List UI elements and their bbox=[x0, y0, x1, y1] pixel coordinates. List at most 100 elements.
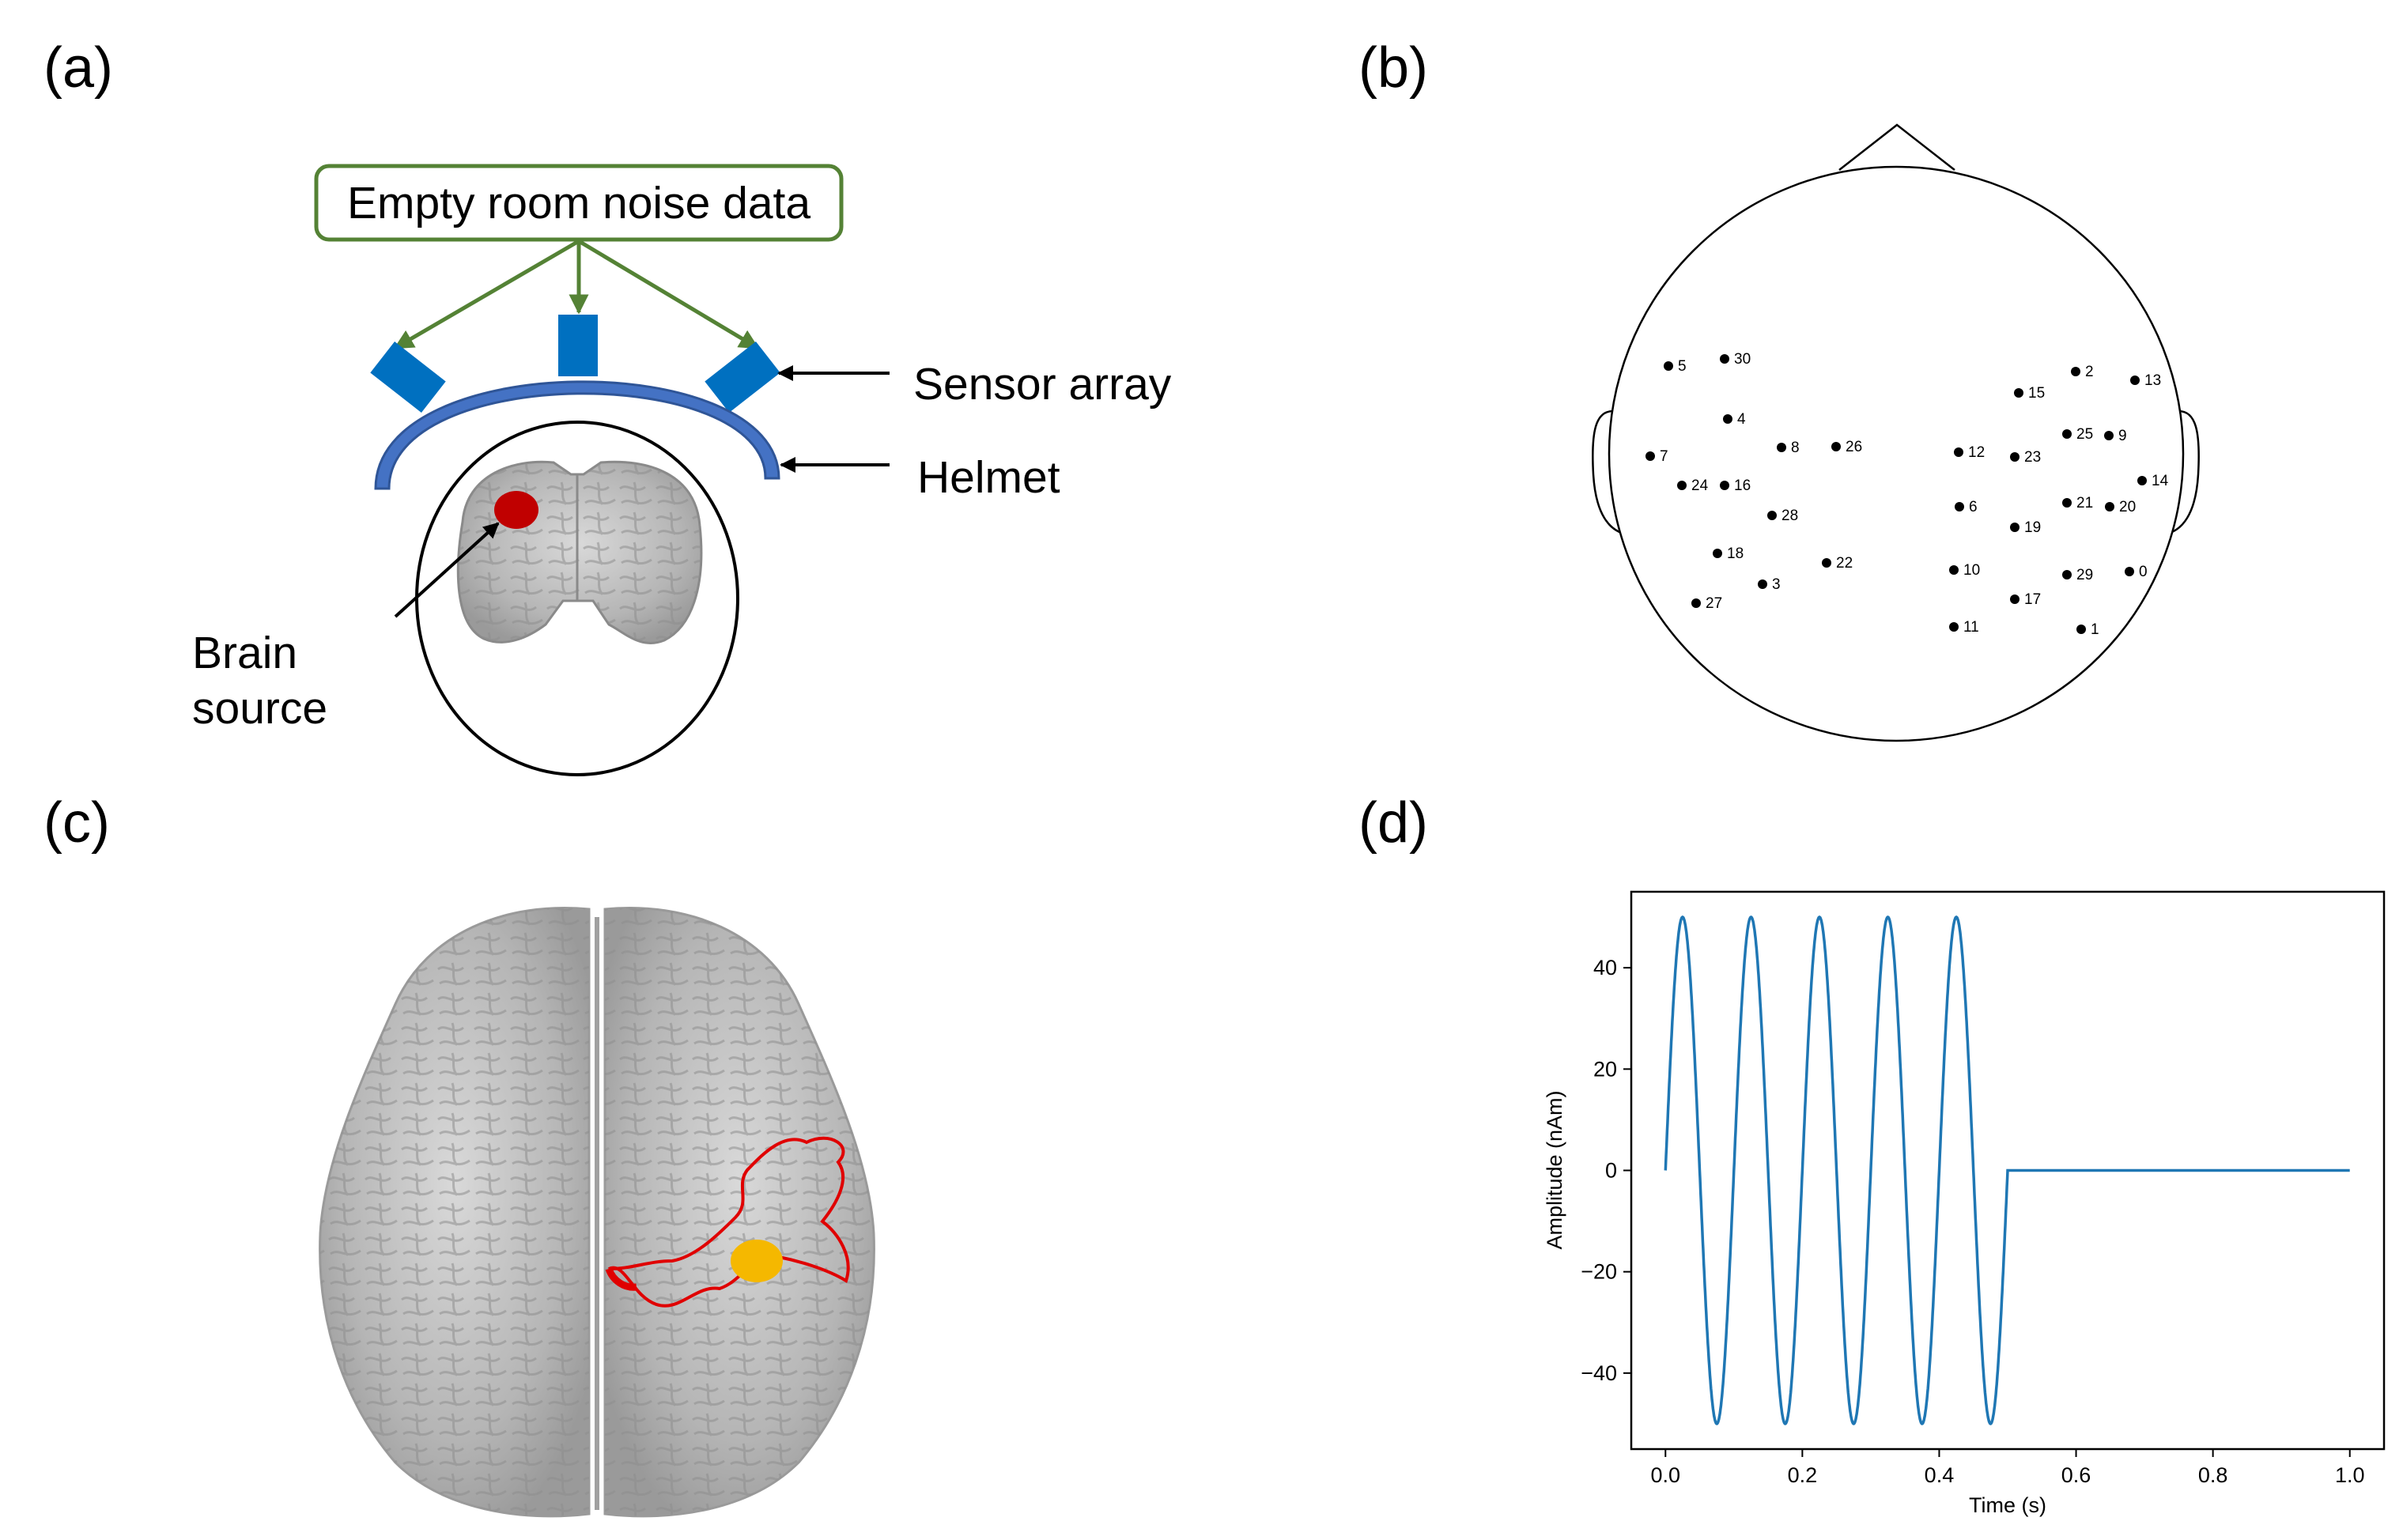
sensor-left bbox=[370, 342, 446, 413]
x-tick-label: 0.0 bbox=[1650, 1463, 1680, 1487]
cortical-patch-edge bbox=[605, 1267, 637, 1291]
sensor-label: 0 bbox=[2139, 564, 2148, 580]
y-tick-label: 40 bbox=[1593, 956, 1617, 979]
x-tick-label: 0.8 bbox=[2198, 1463, 2228, 1487]
sensor-dot bbox=[1645, 451, 1655, 461]
panel-b: (b) 012345678910111213141516171819202122… bbox=[1358, 36, 2200, 742]
panel-c-label: (c) bbox=[43, 791, 110, 855]
head-left-ear bbox=[1592, 410, 1628, 536]
sensor-dot bbox=[2125, 567, 2134, 576]
sensor-label: 28 bbox=[1781, 508, 1798, 524]
panel-d: (d) 0.0 0.2 0.4 0.6 0.8 1.0 40 20 0 −20 −40 Time (… bbox=[1358, 791, 2386, 1517]
sensor-dot bbox=[1723, 414, 1732, 424]
y-tick-label: 20 bbox=[1593, 1057, 1617, 1081]
chart-layer: 0.0 0.2 0.4 0.6 0.8 1.0 40 20 0 −20 −40 bbox=[1581, 915, 2365, 1487]
sensor-label: 12 bbox=[1968, 444, 1985, 461]
sensor-center bbox=[558, 315, 598, 376]
y-tick-label: −20 bbox=[1581, 1260, 1617, 1284]
sensor-dot bbox=[2062, 429, 2072, 439]
brain-source-dot bbox=[494, 491, 538, 529]
y-tick-label: −40 bbox=[1581, 1361, 1617, 1385]
brain-source-label-line1: Brain bbox=[192, 628, 297, 678]
panel-c: (c) bbox=[43, 791, 875, 1518]
sensor-label: 27 bbox=[1706, 595, 1722, 612]
x-tick-label: 0.6 bbox=[2061, 1463, 2091, 1487]
noise-data-box bbox=[314, 164, 844, 242]
sensor-label: 22 bbox=[1836, 555, 1853, 572]
helmet-label: Helmet bbox=[917, 452, 1060, 503]
sensor-dot bbox=[1831, 442, 1841, 451]
sensor-dot bbox=[1767, 511, 1777, 520]
sensor-dot bbox=[2137, 476, 2147, 485]
sensor-label: 6 bbox=[1969, 499, 1978, 515]
sensor-dot bbox=[1949, 622, 1959, 632]
sensor-label: 19 bbox=[2024, 519, 2041, 536]
brain-axial-image bbox=[319, 907, 875, 1518]
sensor-dot bbox=[1664, 361, 1673, 371]
sensor-label: 26 bbox=[1846, 439, 1862, 455]
noise-data-label: Empty room noise data bbox=[347, 178, 810, 228]
sensor-label: 21 bbox=[2076, 495, 2093, 511]
signal-series-line bbox=[1664, 915, 2350, 1425]
sensor-label: 1 bbox=[2091, 621, 2099, 638]
sensor-dot bbox=[2010, 594, 2020, 604]
brain-source-label-line2: source bbox=[192, 683, 327, 734]
x-axis-label: Time (s) bbox=[1969, 1493, 2046, 1517]
sensor-label: 17 bbox=[2024, 591, 2041, 608]
sensor-dot bbox=[1691, 598, 1701, 608]
dipole-source-dot bbox=[731, 1240, 783, 1282]
sensor-dot bbox=[1777, 443, 1786, 452]
panel-a: (a) Empty room noise data Sensor array H… bbox=[43, 36, 1172, 776]
brain-coronal-image bbox=[456, 460, 703, 644]
sensor-label: 14 bbox=[2152, 473, 2169, 489]
sensor-dot bbox=[2010, 523, 2020, 532]
sensor-label: 8 bbox=[1791, 440, 1800, 456]
sensor-label: 15 bbox=[2028, 385, 2045, 402]
sensor-label: 30 bbox=[1734, 351, 1751, 368]
sensor-label: 2 bbox=[2085, 364, 2094, 380]
sensor-layer: 0123456789101112131415161718192021222324… bbox=[1645, 351, 2169, 638]
sensor-label: 5 bbox=[1678, 358, 1687, 375]
sensor-dot bbox=[2062, 498, 2072, 508]
sensor-dot bbox=[1713, 549, 1722, 558]
cortical-patch-outline bbox=[608, 1136, 850, 1308]
sensor-dot bbox=[1720, 481, 1729, 490]
head-topomap-outline bbox=[1608, 165, 2185, 742]
sensor-label: 13 bbox=[2144, 372, 2161, 389]
sensor-label: 18 bbox=[1727, 545, 1744, 562]
sensor-label: 16 bbox=[1734, 477, 1751, 494]
sensor-dot bbox=[1677, 481, 1687, 490]
y-tick-label: 0 bbox=[1605, 1159, 1617, 1183]
sensor-label: 24 bbox=[1691, 477, 1709, 494]
panel-d-label: (d) bbox=[1358, 791, 1428, 855]
sensor-array-label: Sensor array bbox=[913, 359, 1172, 410]
sensor-dot bbox=[1954, 447, 1963, 457]
sensor-dot bbox=[2076, 625, 2086, 634]
head-nose bbox=[1838, 123, 1955, 171]
panel-a-label: (a) bbox=[43, 36, 113, 100]
sensor-dot bbox=[2062, 570, 2072, 579]
x-tick-label: 1.0 bbox=[2335, 1463, 2365, 1487]
x-tick-label: 0.2 bbox=[1788, 1463, 1818, 1487]
x-tick-label: 0.4 bbox=[1925, 1463, 1955, 1487]
sensor-dot bbox=[1822, 558, 1831, 568]
arrow-noise-right bbox=[577, 239, 760, 350]
sensor-dot bbox=[1955, 502, 1964, 511]
sensor-label: 20 bbox=[2119, 499, 2136, 515]
arrow-noise-left bbox=[393, 239, 580, 350]
panel-b-label: (b) bbox=[1358, 36, 1428, 100]
y-axis-label: Amplitude (nAm) bbox=[1543, 1090, 1566, 1249]
sensor-dot bbox=[1758, 579, 1767, 589]
sensor-label: 23 bbox=[2024, 449, 2041, 466]
sensor-dot bbox=[2014, 388, 2023, 398]
sensor-dot bbox=[2071, 367, 2080, 376]
sensor-label: 9 bbox=[2118, 428, 2127, 444]
sensor-right bbox=[705, 342, 780, 413]
sensor-dot bbox=[2104, 431, 2114, 440]
helmet-shape bbox=[374, 380, 780, 490]
sensor-label: 10 bbox=[1963, 562, 1980, 579]
sensor-dot bbox=[2010, 452, 2020, 462]
sensor-label: 11 bbox=[1963, 619, 1979, 636]
sensor-label: 4 bbox=[1737, 411, 1746, 428]
